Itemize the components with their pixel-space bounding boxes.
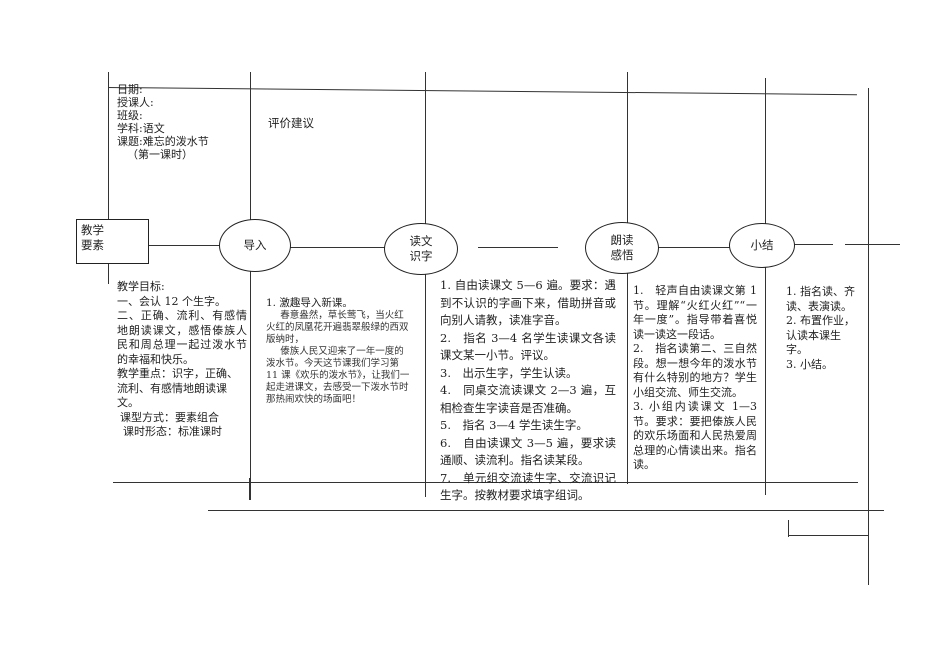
class-label: 班级: — [117, 109, 143, 122]
lesson-type: 课型方式：要素组合 — [120, 410, 219, 424]
subject-label: 学科:语文 — [117, 122, 165, 135]
literacy-step-5: 5. 指名 3—4 学生读生字。 — [440, 418, 588, 432]
objectives-column: 教学目标: 一、会认 12 个生字。 二、正确、流利、有感情地朗读课文，感悟傣族… — [117, 280, 247, 440]
date-label: 日期: — [117, 83, 143, 96]
literacy-column: 1. 自由读课文 5—6 遍。要求：遇到不认识的字画下来，借助拼音或向别人请教，… — [440, 277, 616, 505]
literacy-step-4: 4. 同桌交流读课文 2—3 遍，互相检查生字读音是否准确。 — [440, 383, 616, 415]
flow-connector-3 — [478, 247, 558, 248]
reading-step-2: 2. 指名读第二、三自然段。想一想今年的泼水节有什么特别的地方？学生小组交流、师… — [633, 342, 757, 399]
tick-line-a — [249, 478, 250, 500]
key-points: 教学重点：识字，正确、流利、有感情地朗读课文。 — [117, 367, 238, 409]
flow-connector-5 — [793, 244, 833, 245]
literacy-step-3: 3. 出示生字，学生认读。 — [440, 365, 578, 380]
row-line-1 — [113, 482, 858, 483]
objectives-title: 教学目标: — [117, 280, 165, 293]
lesson-form: 课时形态：标准课时 — [123, 425, 222, 438]
intro-column: 1. 激趣导入新课。 春意盎然，草长莺飞，当火红火红的凤凰花开遍翡翠般绿的西双版… — [266, 296, 410, 406]
column-line-4 — [627, 72, 628, 484]
flow-node-read-aloud: 朗读 感悟 — [585, 222, 659, 274]
column-line-1 — [108, 72, 109, 284]
topic-label: 课题:难忘的泼水节 — [117, 135, 209, 148]
teacher-label: 授课人: — [117, 96, 154, 109]
reading-step-1: 1. 轻声自由读课文第 1 节。理解“火红火红”“一年一度”。指导带着喜悦读一读… — [633, 284, 757, 341]
column-line-5 — [765, 78, 766, 495]
teaching-elements-box: 教学 要素 — [76, 219, 149, 264]
flow-connector-4 — [656, 247, 730, 248]
intro-paragraph-1: 春意盎然，草长莺飞，当火红火红的凤凰花开遍翡翠般绿的西双版纳时， — [266, 310, 409, 345]
objective-1: 一、会认 12 个生字。 — [117, 294, 226, 308]
period-label: （第一课时） — [127, 148, 193, 161]
column-line-3 — [425, 72, 426, 497]
column-line-2 — [250, 72, 251, 500]
summary-step-3: 3. 小结。 — [786, 357, 833, 371]
header-info: 日期: 授课人: 班级: 学科:语文 课题:难忘的泼水节 （第一课时） — [117, 83, 257, 161]
literacy-step-6: 6. 自由读课文 3—5 遍，要求读通顺、读流利。指名读某段。 — [440, 435, 616, 468]
literacy-step-7: 7. 单元组交流读生字、交流识记生字。按教材要求填字组词。 — [440, 470, 616, 503]
literacy-step-2: 2. 指名 3—4 名学生读课文各读课文某一小节。评议。 — [440, 330, 616, 363]
flow-node-read-literacy: 读文 识字 — [384, 223, 458, 275]
intro-title: 1. 激趣导入新课。 — [266, 297, 353, 309]
tick-line-b — [788, 520, 789, 537]
column-line-6 — [868, 88, 869, 585]
reading-aloud-column: 1. 轻声自由读课文第 1 节。理解“火红火红”“一年一度”。指导带着喜悦读一读… — [633, 284, 757, 473]
flow-connector-6 — [845, 244, 900, 245]
summary-step-2: 2. 布置作业，认读本课生字。 — [786, 314, 855, 356]
flow-connector-2 — [290, 247, 385, 248]
evaluation-label: 评价建议 — [268, 116, 314, 130]
flow-node-summary: 小结 — [729, 223, 795, 268]
row-line-2 — [208, 510, 884, 511]
row-line-3 — [788, 535, 868, 536]
intro-paragraph-2: 傣族人民又迎来了一年一度的泼水节。今天这节课我们学习第 11 课《欢乐的泼水节》… — [266, 346, 410, 405]
summary-column: 1. 指名读、齐读、表演读。 2. 布置作业，认读本课生字。 3. 小结。 — [786, 285, 856, 372]
summary-step-1: 1. 指名读、齐读、表演读。 — [786, 285, 855, 313]
flow-node-intro: 导入 — [219, 219, 291, 272]
flow-connector-1 — [148, 245, 220, 246]
reading-step-3: 3. 小组内读课文 1—3 节。要求：要把傣族人民的欢乐场面和人民热爱周总理的心… — [633, 400, 757, 471]
literacy-step-1: 1. 自由读课文 5—6 遍。要求：遇到不认识的字画下来，借助拼音或向别人请教，… — [440, 278, 616, 327]
objective-2: 二、正确、流利、有感情地朗读课文，感悟傣族人民和周总理一起过泼水节的幸福和快乐。 — [117, 309, 247, 366]
